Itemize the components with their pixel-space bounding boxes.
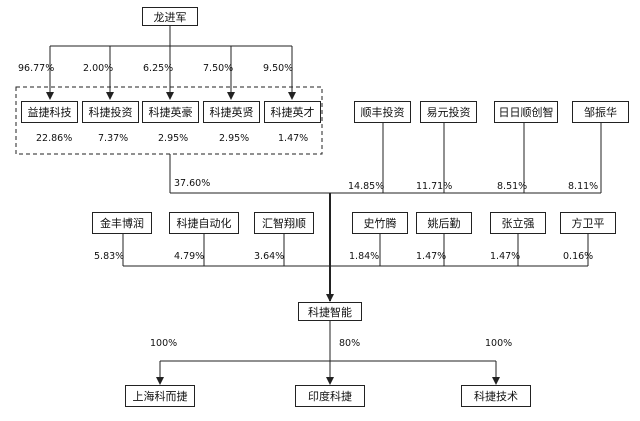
subsidiary-name: 印度科捷 <box>308 390 352 403</box>
group-combined-pct: 37.60% <box>174 178 211 189</box>
lower-holder-box: 史竹腾 <box>352 212 408 234</box>
lower-holder-box: 方卫平 <box>560 212 616 234</box>
owner-box: 龙进军 <box>142 7 198 26</box>
subsidiary-name: 科捷技术 <box>474 390 518 403</box>
right-holder-name: 日日顺创智 <box>498 106 554 119</box>
group-company-box: 科捷英豪 <box>142 101 199 123</box>
lower-holder-pct: 4.79% <box>174 251 205 262</box>
owner-pct: 2.00% <box>83 63 114 74</box>
lower-holder-pct: 3.64% <box>254 251 285 262</box>
lower-holder-pct: 1.47% <box>416 251 447 262</box>
right-holder-pct: 11.71% <box>416 181 453 192</box>
group-company-name: 科捷英豪 <box>148 106 193 119</box>
group-company-pct: 7.37% <box>98 133 129 144</box>
owner-pct: 96.77% <box>18 63 55 74</box>
subsidiary-pct: 100% <box>485 338 513 349</box>
owner-pct: 9.50% <box>263 63 294 74</box>
group-company-box: 科捷英才 <box>264 101 321 123</box>
right-holder-name: 顺丰投资 <box>360 106 405 119</box>
lower-holder-box: 张立强 <box>490 212 546 234</box>
lower-holder-name: 科捷自动化 <box>176 217 232 230</box>
group-company-name: 科捷英贤 <box>209 106 254 119</box>
group-company-box: 科捷投资 <box>82 101 139 123</box>
owner-name: 龙进军 <box>153 10 187 24</box>
subsidiary-pct: 80% <box>339 338 361 349</box>
subsidiary-box: 上海科而捷 <box>125 385 195 407</box>
lower-holder-pct: 5.83% <box>94 251 125 262</box>
group-company-name: 科捷英才 <box>270 106 315 119</box>
right-holder-pct: 14.85% <box>348 181 385 192</box>
right-holder-name: 邹振华 <box>584 106 617 119</box>
lower-holder-name: 张立强 <box>501 217 535 230</box>
lower-holder-pct: 0.16% <box>563 251 594 262</box>
right-holder-pct: 8.11% <box>568 181 599 192</box>
right-holder-name: 易元投资 <box>426 106 471 119</box>
group-company-pct: 22.86% <box>36 133 73 144</box>
lower-holder-name: 方卫平 <box>571 217 605 230</box>
right-holder-box: 易元投资 <box>420 101 477 123</box>
lower-holder-name: 姚后勤 <box>427 217 461 230</box>
group-company-pct: 1.47% <box>278 133 309 144</box>
group-company-box: 科捷英贤 <box>203 101 260 123</box>
group-company-name: 科捷投资 <box>88 106 133 119</box>
group-company-name: 益捷科技 <box>27 106 72 119</box>
owner-pct: 6.25% <box>143 63 174 74</box>
group-company-pct: 2.95% <box>219 133 250 144</box>
center-company-box: 科捷智能 <box>298 302 362 321</box>
center-company-name: 科捷智能 <box>308 305 352 319</box>
subsidiary-name: 上海科而捷 <box>132 390 188 403</box>
right-holder-box: 顺丰投资 <box>354 101 411 123</box>
subsidiary-box: 科捷技术 <box>461 385 531 407</box>
owner-pct: 7.50% <box>203 63 234 74</box>
right-holder-box: 日日顺创智 <box>494 101 558 123</box>
right-holder-pct: 8.51% <box>497 181 528 192</box>
lower-holder-name: 金丰博润 <box>100 217 144 230</box>
lower-holder-box: 姚后勤 <box>416 212 472 234</box>
lower-holder-pct: 1.84% <box>349 251 380 262</box>
lower-holder-name: 汇智翔顺 <box>262 217 306 230</box>
right-holder-box: 邹振华 <box>572 101 629 123</box>
group-company-pct: 2.95% <box>158 133 189 144</box>
subsidiary-box: 印度科捷 <box>295 385 365 407</box>
group-company-box: 益捷科技 <box>21 101 78 123</box>
lower-holder-pct: 1.47% <box>490 251 521 262</box>
lower-holder-box: 科捷自动化 <box>169 212 239 234</box>
lower-holder-box: 汇智翔顺 <box>254 212 314 234</box>
subsidiary-pct: 100% <box>150 338 178 349</box>
lower-holder-name: 史竹腾 <box>363 217 397 230</box>
lower-holder-box: 金丰博润 <box>92 212 152 234</box>
